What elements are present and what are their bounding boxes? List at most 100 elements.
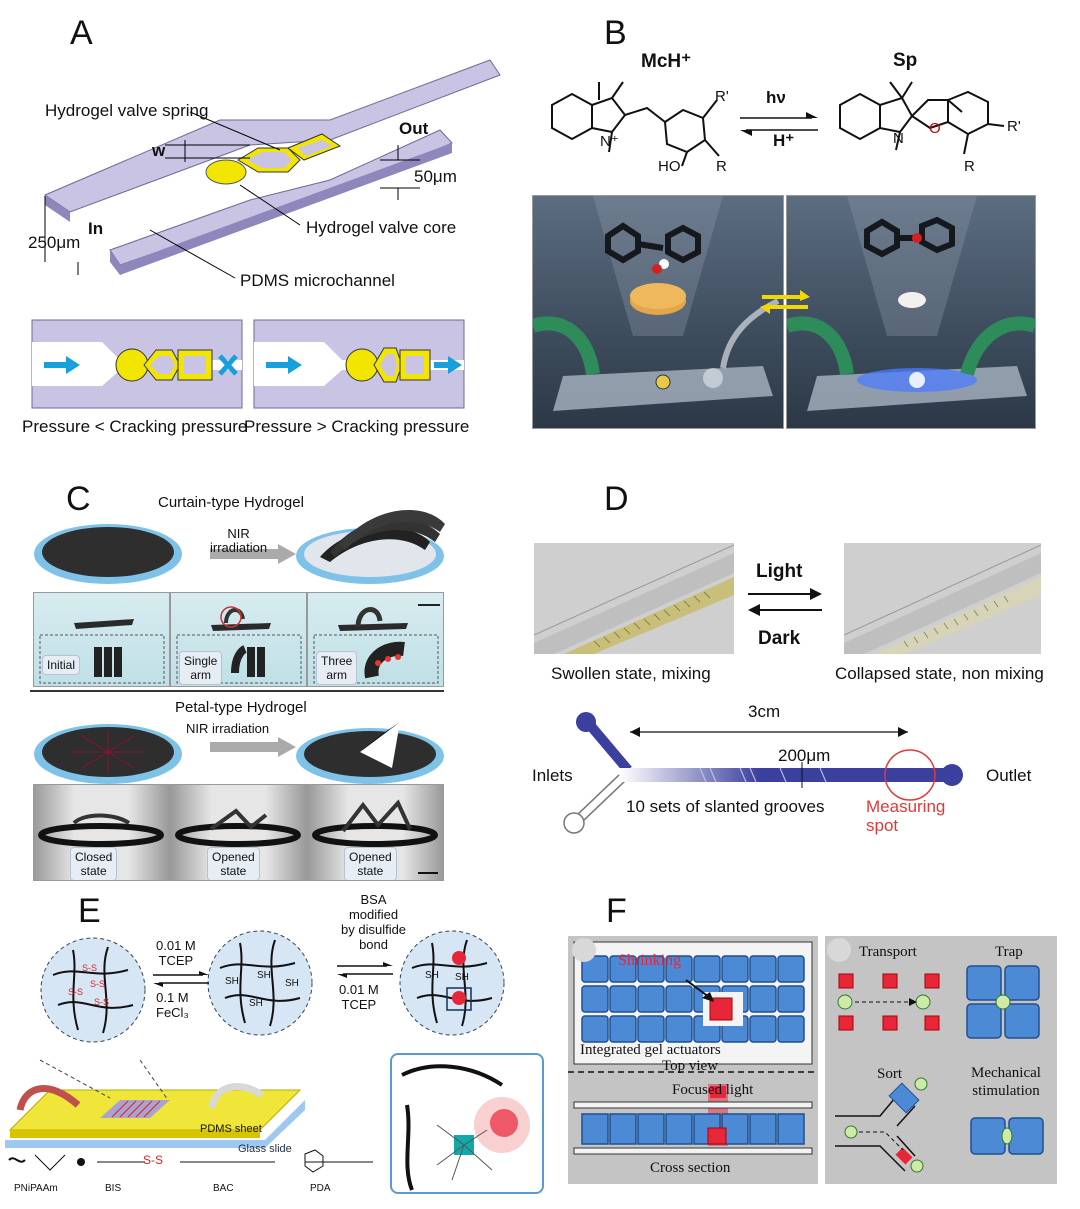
sp-structure xyxy=(839,81,1005,155)
e-arrows-1 xyxy=(153,971,209,987)
f-transport: Transport xyxy=(859,944,917,960)
label-light: Light xyxy=(756,561,803,582)
e-network-1: S-S S-S S-S S-S xyxy=(40,937,146,1043)
state-closed: Closed state xyxy=(70,847,118,880)
label-mch: McH⁺ xyxy=(641,51,692,72)
e-ss-label: S-S xyxy=(143,1153,164,1167)
label-r-top: R' xyxy=(715,88,729,105)
label-petal-title: Petal-type Hydrogel xyxy=(175,699,307,716)
f-focused-light: Focused light xyxy=(672,1082,754,1098)
panel-a-3d-channel xyxy=(43,59,501,279)
svg-text:SH: SH xyxy=(249,998,263,1009)
f-mechanical: Mechanical stimulation xyxy=(971,1065,1041,1099)
svg-text:SH: SH xyxy=(225,976,239,987)
d-collapsed-image xyxy=(844,543,1041,654)
c-photo-single: Single arm xyxy=(170,592,307,687)
label-o: O xyxy=(929,120,941,137)
label-w: w xyxy=(152,141,166,160)
label-200um: 200μm xyxy=(778,746,831,765)
panel-c-letter: C xyxy=(66,480,91,518)
e-step1-top: 0.01 M TCEP xyxy=(156,938,196,968)
caption-swollen: Swollen state, mixing xyxy=(551,664,711,683)
panel-f-letter: F xyxy=(606,892,627,930)
e-step1-bottom: 0.1 M FeCl₃ xyxy=(156,990,189,1020)
panel-e-letter: E xyxy=(78,892,101,930)
label-hv: hν xyxy=(766,88,786,107)
c-photo-closed: Closed state xyxy=(33,784,170,881)
label-dark: Dark xyxy=(758,628,801,649)
e-network-2: SH SH SH SH xyxy=(207,930,313,1036)
c-photo-opened-2: Opened state xyxy=(307,784,444,881)
label-50um: 50μm xyxy=(414,167,457,186)
c-petal-disks xyxy=(34,722,444,784)
label-valve-spring: Hydrogel valve spring xyxy=(45,101,209,120)
svg-text:S-S: S-S xyxy=(94,997,109,1007)
label-sp: Sp xyxy=(893,50,918,71)
f-sort: Sort xyxy=(877,1066,903,1082)
label-outlet: Outlet xyxy=(986,766,1032,785)
d-swollen-image xyxy=(534,543,734,654)
label-n: N xyxy=(893,130,904,147)
c-photo-opened-1: Opened state xyxy=(170,784,307,881)
chem-bac: BAC xyxy=(213,1183,234,1194)
c-photo-initial: Initial xyxy=(33,592,170,687)
state-initial: Initial xyxy=(42,655,81,675)
label-nir-1: NIR irradiation xyxy=(210,526,268,555)
equilibrium-arrows xyxy=(740,112,818,136)
d-channel-diagram xyxy=(563,712,963,834)
chem-pnipaam: PNiPAAm xyxy=(14,1183,58,1194)
caption-open: Pressure > Cracking pressure xyxy=(244,417,470,436)
state-opened-2: Opened state xyxy=(344,847,397,880)
svg-text:S-S: S-S xyxy=(68,987,83,997)
b-render-left xyxy=(532,195,784,429)
c-curtain-disks xyxy=(34,510,445,584)
svg-text:S-S: S-S xyxy=(82,963,97,973)
chem-pda: PDA xyxy=(310,1183,331,1194)
label-out: Out xyxy=(399,119,429,138)
e-device xyxy=(5,1059,305,1148)
caption-collapsed: Collapsed state, non mixing xyxy=(835,664,1044,683)
label-grooves: 10 sets of slanted grooves xyxy=(626,797,825,816)
f-trap: Trap xyxy=(995,944,1023,960)
label-curtain-title: Curtain-type Hydrogel xyxy=(158,494,304,511)
svg-text:SH: SH xyxy=(425,970,439,981)
e-chem-row xyxy=(8,1149,373,1173)
panel-d-letter: D xyxy=(604,480,629,518)
c-divider xyxy=(30,690,444,692)
chem-bis: BIS xyxy=(105,1183,122,1194)
label-pdms-channel: PDMS microchannel xyxy=(240,271,395,290)
svg-text:SH: SH xyxy=(257,970,271,981)
label-pdms-sheet: PDMS sheet xyxy=(200,1123,262,1135)
label-r-bottom: R xyxy=(716,158,727,175)
b-render-right xyxy=(786,195,1036,429)
e-step2-bottom: 0.01 M TCEP xyxy=(339,982,379,1012)
label-in: In xyxy=(88,219,104,238)
e-zoom-box xyxy=(390,1053,544,1194)
f-left-panel: Shrinking Integrated gel actuators Top v… xyxy=(568,936,818,1184)
e-network-3: SH SH xyxy=(399,930,505,1036)
svg-text:S-S: S-S xyxy=(90,979,105,989)
svg-text:SH: SH xyxy=(455,972,469,983)
d-arrows xyxy=(748,588,822,616)
label-inlets: Inlets xyxy=(532,766,573,785)
state-opened-1: Opened state xyxy=(207,847,260,880)
label-ho: HO xyxy=(658,158,681,175)
label-nir-2: NIR irradiation xyxy=(186,721,270,736)
panel-a-valve-closed xyxy=(31,319,243,409)
state-three-arm: Three arm xyxy=(316,651,358,685)
panel-a-valve-open xyxy=(253,319,465,409)
f-cross-section: Cross section xyxy=(650,1160,731,1176)
state-single-arm: Single arm xyxy=(179,651,223,685)
b-yellow-equilibrium xyxy=(760,290,810,314)
mch-structure xyxy=(551,81,720,167)
f-right-panel: Transport Trap Sort Mechanical stimulati… xyxy=(825,936,1057,1184)
label-h-plus: H⁺ xyxy=(773,131,795,150)
svg-text:SH: SH xyxy=(285,978,299,989)
label-250um: 250μm xyxy=(28,233,81,252)
f-integrated-actuators: Integrated gel actuators xyxy=(580,1042,721,1058)
panel-b-letter: B xyxy=(604,14,627,52)
label-glass-slide: Glass slide xyxy=(238,1143,292,1155)
label-measuring-spot: Measuring spot xyxy=(866,797,946,835)
e-arrows-2 xyxy=(337,962,393,978)
label-n-plus: N⁺ xyxy=(600,133,619,150)
